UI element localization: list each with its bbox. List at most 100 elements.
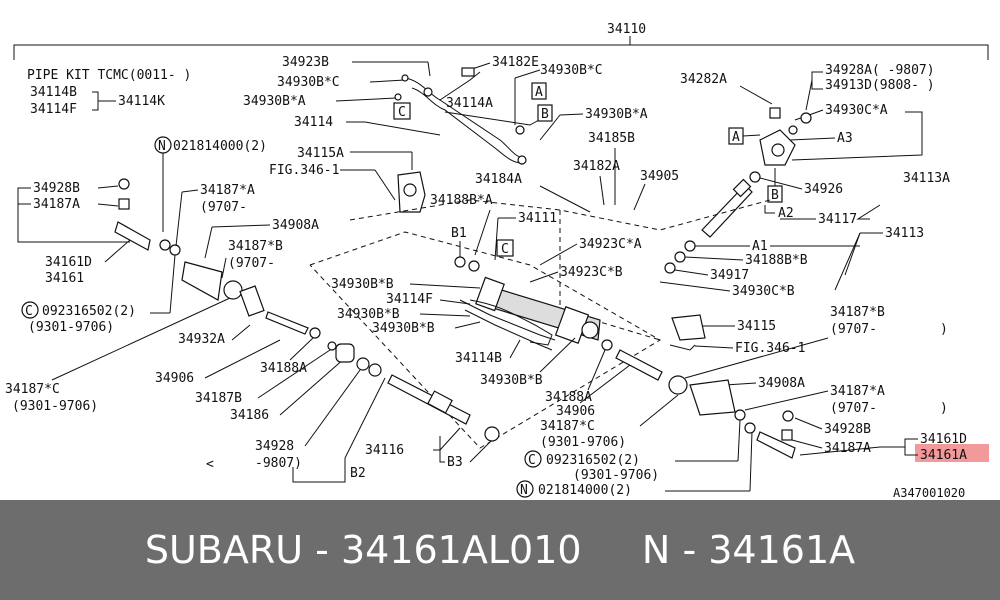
parts-diagram: 34110 PIPE KIT TCMC(0011- ) 34114B 34114…	[5, 22, 989, 500]
ref-box-c-label: C	[398, 105, 406, 120]
n-circle-label: N	[158, 139, 166, 154]
part-label-34161d-left: 34161D	[45, 255, 92, 270]
part-label-34184a: 34184A	[475, 172, 522, 187]
part-label-a3: A3	[837, 131, 853, 146]
part-label-34187sc-left: 34187*C	[5, 382, 60, 397]
tie-rod-end-right-icon	[756, 431, 796, 459]
part-label-021814000-right: 021814000(2)	[538, 483, 632, 498]
ref-box-c-mid	[496, 239, 514, 257]
n-circle-label-right: N	[520, 483, 528, 498]
c-circle-icon-left	[21, 301, 39, 319]
part-label-34161a-highlighted[interactable]: 34161A	[920, 448, 967, 463]
part-label-b2: B2	[350, 466, 366, 481]
c-circle-icon-right	[524, 450, 542, 468]
ref-box-a-right-label: A	[732, 130, 740, 145]
part-label-092316502-right: 092316502(2)	[546, 453, 640, 468]
part-label-34917: 34917	[710, 268, 749, 283]
part-label-34913d: 34913D(9808- )	[825, 78, 935, 93]
bushing-icon	[239, 285, 265, 317]
ref-box-b-label: B	[541, 107, 549, 122]
bracket-clamp-right-icon	[671, 314, 706, 341]
part-label-34926: 34926	[804, 182, 843, 197]
fig-ref-right: FIG.346-1	[735, 341, 805, 356]
part-label-34928a: 34928A( -9807)	[825, 63, 935, 78]
part-label-34187b: 34187B	[195, 391, 242, 406]
part-label-34187sb-left: 34187*B	[228, 239, 283, 254]
part-label-34182e: 34182E	[492, 55, 539, 70]
part-label-34186: 34186	[230, 408, 269, 423]
spool-valve-icon	[701, 184, 753, 238]
part-label-34161-left: 34161	[45, 271, 84, 286]
date-9707-b: (9707-	[228, 256, 275, 271]
ref-box-c-mid-label: C	[501, 242, 509, 257]
part-label-34187sa-left: 34187*A	[200, 183, 255, 198]
diagram-ref-code: A347001020	[893, 486, 965, 500]
part-label-34282a: 34282A	[680, 72, 727, 87]
part-label-34928b-left: 34928B	[33, 181, 80, 196]
date-9301-b: (9301-9706)	[12, 399, 98, 414]
c-circle-label-left: C	[25, 304, 33, 319]
part-label-34930bc: 34930B*C	[277, 75, 340, 90]
part-label-34928b-right: 34928B	[824, 422, 871, 437]
part-label-34114f: 34114F	[30, 102, 77, 117]
part-label-34908a-right: 34908A	[758, 376, 805, 391]
rack-bar-icon	[387, 374, 471, 425]
part-label-a1: A1	[752, 239, 768, 254]
part-label-34113a: 34113A	[903, 171, 950, 186]
date-9707-d: (9707-	[830, 401, 877, 416]
n-circle-icon-right	[516, 480, 534, 498]
part-label-34113: 34113	[885, 226, 924, 241]
date-9301-c: (9301-9706)	[540, 435, 626, 450]
dashed-outline	[309, 231, 661, 449]
part-label-34923b: 34923B	[282, 55, 329, 70]
part-label-34930ba: 34930B*A	[243, 94, 306, 109]
part-label-34161d-right: 34161D	[920, 432, 967, 447]
part-label-34930bc-2: 34930B*C	[540, 63, 603, 78]
part-label-34111: 34111	[518, 211, 557, 226]
ref-box-a-label: A	[535, 85, 543, 100]
part-label-34114f-mid: 34114F	[386, 292, 433, 307]
part-label-a2: A2	[778, 206, 794, 221]
part-label-34114a: 34114A	[446, 96, 493, 111]
pipe-kit-label: PIPE KIT TCMC(0011- )	[27, 68, 191, 83]
part-label-34188a-mid: 34188A	[545, 390, 592, 405]
part-label-34188ba: 34188B*A	[430, 193, 493, 208]
part-label-34114: 34114	[294, 115, 333, 130]
part-label-34188bb: 34188B*B	[745, 253, 808, 268]
part-label-34117: 34117	[818, 212, 857, 227]
date-9301-d: (9301-9706)	[573, 468, 659, 483]
date-9301-a: (9301-9706)	[28, 320, 114, 335]
boot-right-icon	[689, 379, 736, 416]
date-9707-a: (9707-	[200, 200, 247, 215]
date-9807: -9807)	[255, 456, 302, 471]
part-label-34115a: 34115A	[297, 146, 344, 161]
part-label-34930cb: 34930C*B	[732, 284, 795, 299]
part-label-34908a-left: 34908A	[272, 218, 319, 233]
ref-box-c-top	[393, 102, 411, 120]
assembly-bracket	[13, 44, 989, 60]
part-label-34188a-left: 34188A	[260, 361, 307, 376]
inner-tie-rod-right-icon	[615, 349, 663, 381]
tie-rod-end-left-icon	[114, 221, 151, 251]
bracket-glyph-left: <	[206, 457, 214, 472]
dashed-boundary	[349, 199, 771, 231]
part-label-34906-left: 34906	[155, 371, 194, 386]
ref-box-b-top	[537, 104, 553, 122]
part-label-34930bb-c: 34930B*B	[372, 321, 435, 336]
part-label-34114k: 34114K	[118, 94, 165, 109]
ref-box-b-right-label: B	[771, 188, 779, 203]
highlight-box	[915, 444, 989, 462]
part-label-34905: 34905	[640, 169, 679, 184]
part-label-34930bb-a: 34930B*B	[331, 277, 394, 292]
paren-d: )	[940, 401, 948, 416]
part-label-34187sc-right: 34187*C	[540, 419, 595, 434]
part-label-34187sb-right: 34187*B	[830, 305, 885, 320]
part-label-34114b: 34114B	[30, 85, 77, 100]
part-number-banner: SUBARU - 34161AL010 N - 34161A	[0, 500, 1000, 600]
part-label-021814000: 021814000(2)	[173, 139, 267, 154]
part-label-34182a: 34182A	[573, 159, 620, 174]
part-label-34906-right: 34906	[556, 404, 595, 419]
part-label-34187a-left: 34187A	[33, 197, 80, 212]
part-label-34923ca: 34923C*A	[579, 237, 642, 252]
part-label-34923cb: 34923C*B	[560, 265, 623, 280]
